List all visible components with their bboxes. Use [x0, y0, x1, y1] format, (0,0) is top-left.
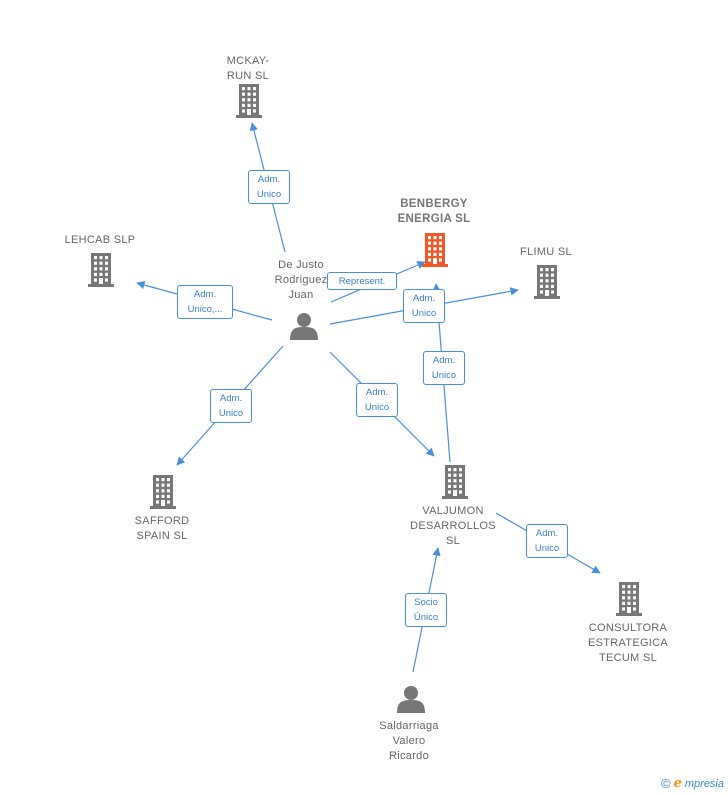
node-label-dejusto[interactable]: De Justo Rodriguez Juan — [274, 259, 328, 301]
building-icon-lehcab[interactable] — [88, 253, 114, 287]
node-label-lehcab[interactable]: LEHCAB SLP — [64, 234, 136, 246]
brand-logo-initial: e — [673, 776, 682, 791]
building-icon-valjumon[interactable] — [442, 465, 468, 499]
building-icon-safford[interactable] — [150, 475, 176, 509]
node-label-valjumon[interactable]: VALJUMON DESARROLLOS SL — [410, 505, 496, 547]
person-icon-saldarriaga[interactable] — [397, 686, 425, 713]
node-label-consultora[interactable]: CONSULTORA ESTRATEGICA TECUM SL — [587, 622, 669, 664]
node-label-mckay[interactable]: MCKAY- RUN SL — [226, 55, 270, 82]
edge-label-e9[interactable]: Socio Único — [405, 593, 447, 627]
building-icon-mckay[interactable] — [236, 84, 262, 118]
node-label-flimu[interactable]: FLIMU SL — [520, 246, 572, 258]
building-icon-benbergy[interactable] — [422, 233, 448, 267]
building-icon-consultora[interactable] — [616, 582, 642, 616]
copyright-symbol: © — [661, 776, 671, 791]
edge-label-e3[interactable]: Represent. — [327, 272, 397, 290]
node-label-safford[interactable]: SAFFORD SPAIN SL — [134, 515, 190, 542]
edge-label-e6[interactable]: Adm. Unico — [210, 389, 252, 423]
edge-label-e4[interactable]: Adm. Unico — [403, 289, 445, 323]
edge-label-e1[interactable]: Adm. Unico — [248, 170, 290, 204]
edge-label-e7[interactable]: Adm. Unico — [356, 383, 398, 417]
building-icon-flimu[interactable] — [534, 265, 560, 299]
node-label-saldarriaga[interactable]: Saldarriaga Valero Ricardo — [379, 720, 439, 762]
brand-logo-text: mpresia — [684, 777, 724, 790]
edge-label-e2[interactable]: Adm. Unico,... — [177, 285, 233, 319]
edge-label-e8[interactable]: Adm. Unico — [526, 524, 568, 558]
edge-label-e5[interactable]: Adm. Unico — [423, 351, 465, 385]
person-icon-dejusto[interactable] — [290, 313, 318, 340]
node-label-benbergy[interactable]: BENBERGY ENERGIA SL — [397, 198, 471, 225]
